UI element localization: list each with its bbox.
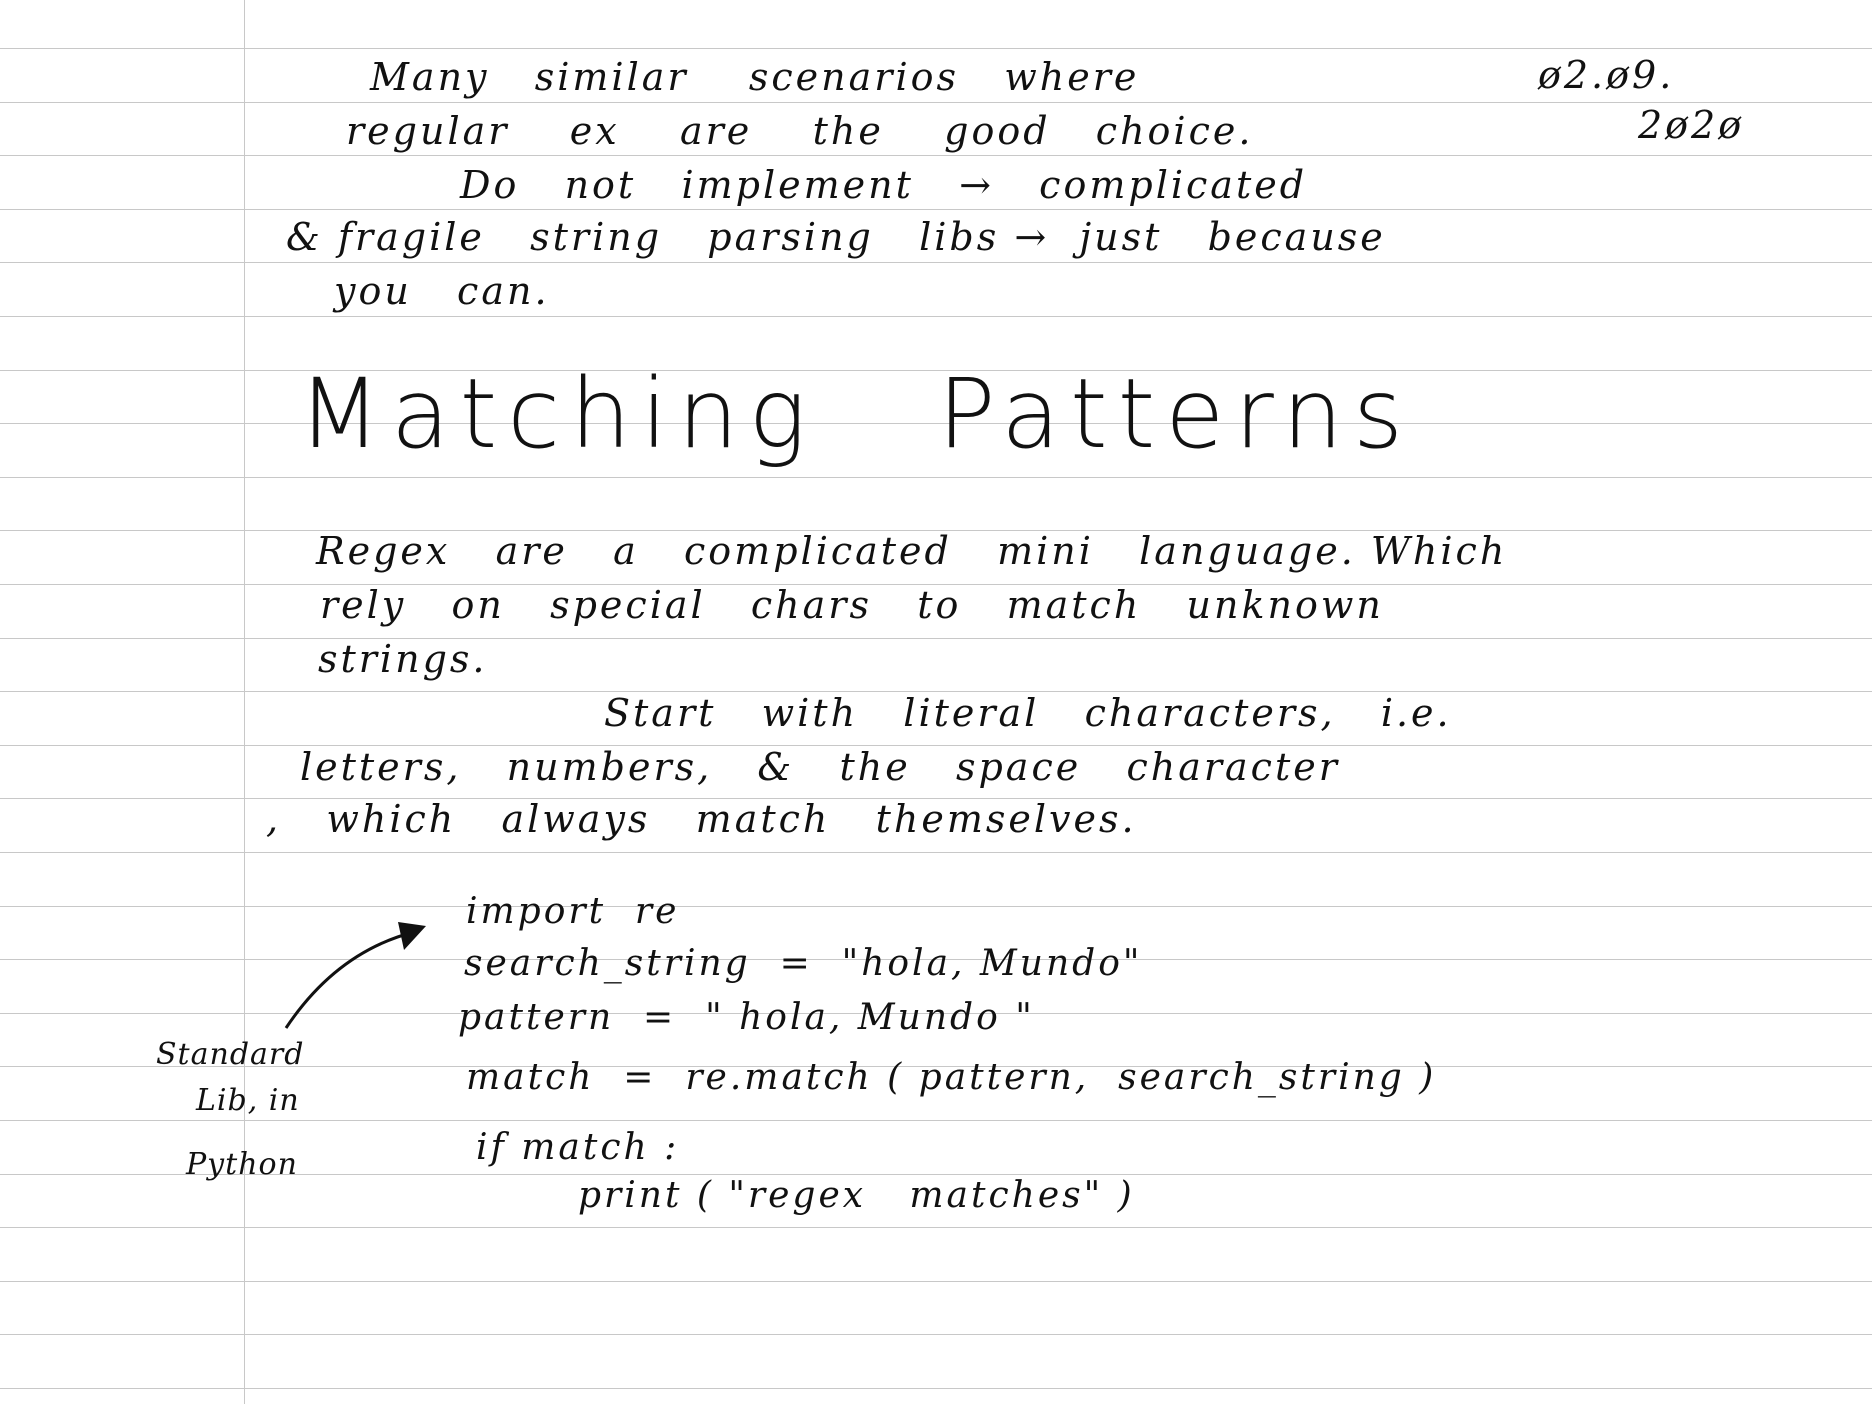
code-line-4: match = re.match ( pattern, search_strin… [466, 1057, 1437, 1098]
ruled-line [0, 745, 1872, 746]
ruled-line [0, 906, 1872, 907]
side-note-line-3: Python [186, 1147, 298, 1182]
ruled-line [0, 691, 1872, 692]
ruled-line [0, 316, 1872, 317]
intro-line-1: Many similar scenarios where [370, 55, 1140, 99]
ruled-line [0, 209, 1872, 210]
code-line-6: print ( "regex matches" ) [578, 1175, 1135, 1216]
code-line-5: if match : [476, 1127, 680, 1168]
body-line-4: Start with literal characters, i.e. [604, 691, 1452, 735]
intro-line-5: you can. [334, 269, 550, 313]
side-note-line-1: Standard [156, 1037, 305, 1072]
ruled-line [0, 155, 1872, 156]
ruled-line [0, 959, 1872, 960]
ruled-line [0, 102, 1872, 103]
section-heading: Matching Patterns [298, 358, 1413, 470]
ruled-line [0, 1066, 1872, 1067]
ruled-line [0, 1174, 1872, 1175]
ruled-line [0, 798, 1872, 799]
code-line-1: import re [466, 891, 680, 932]
intro-line-4: & fragile string parsing libs → just bec… [286, 215, 1386, 259]
body-line-6: , which always match themselves. [266, 797, 1137, 841]
ruled-line [0, 584, 1872, 585]
ruled-line [0, 1388, 1872, 1389]
ruled-line [0, 1281, 1872, 1282]
intro-number-1: ø2.ø9. [1538, 53, 1675, 97]
ruled-line [0, 1227, 1872, 1228]
code-line-3: pattern = " hola, Mundo " [458, 997, 1035, 1038]
intro-line-3: Do not implement → complicated [460, 163, 1308, 207]
ruled-line [0, 530, 1872, 531]
ruled-line [0, 370, 1872, 371]
body-line-5: letters, numbers, & the space character [300, 745, 1340, 789]
body-line-1: Regex are a complicated mini language. W… [316, 529, 1508, 573]
ruled-line [0, 423, 1872, 424]
ruled-line [0, 1013, 1872, 1014]
ruled-line [0, 262, 1872, 263]
side-note-line-2: Lib, in [196, 1083, 300, 1118]
intro-line-2: regular ex are the good choice. [346, 109, 1254, 153]
code-line-2: search_string = "hola, Mundo" [464, 943, 1143, 984]
body-line-3: strings. [318, 637, 488, 681]
intro-number-2: 2ø2ø [1638, 103, 1745, 147]
ruled-line [0, 48, 1872, 49]
ruled-line [0, 638, 1872, 639]
margin-line [244, 0, 245, 1404]
body-line-2: rely on special chars to match unknown [320, 583, 1384, 627]
ruled-line [0, 1120, 1872, 1121]
ruled-line [0, 852, 1872, 853]
ruled-line [0, 1334, 1872, 1335]
ruled-line [0, 477, 1872, 478]
